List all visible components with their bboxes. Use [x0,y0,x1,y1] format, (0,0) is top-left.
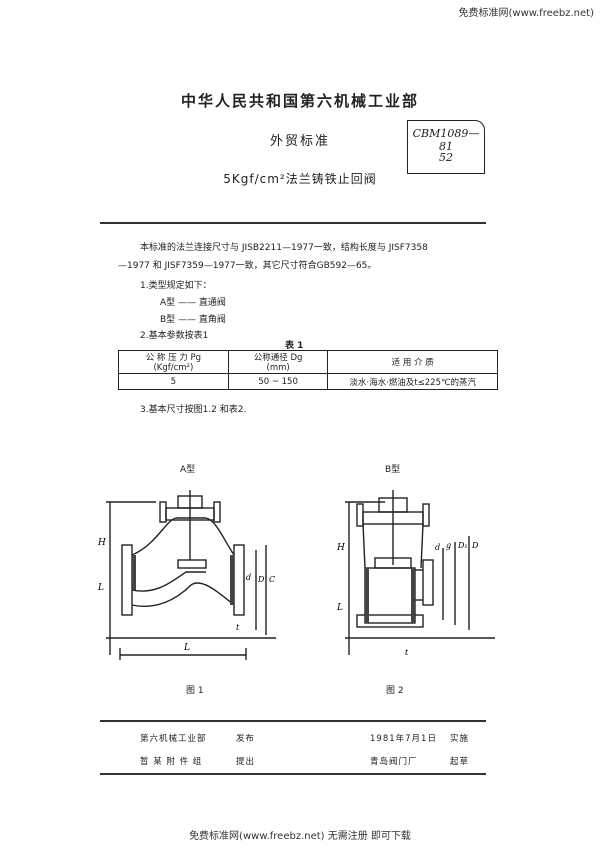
footer-divider-top [100,720,486,722]
para1-line1: 本标准的法兰连接尺寸与 JISB2211—1977一致，结构长度与 JISF73… [140,243,428,253]
dim-D-2: D [471,541,479,550]
item3: 3.基本尺寸按图1.2 和表2. [140,405,247,415]
table-title: 表 1 [285,341,304,351]
fig2-caption: 图 2 [386,686,404,696]
table-header-row: 公 称 压 力 Pg (Kgf/cm²) 公称通径 Dg (mm) 适 用 介 … [118,350,498,374]
dim-H: H [97,538,106,548]
footer-issue-label: 发布 [236,734,256,744]
dim-L-2: L [336,603,343,613]
header-divider [100,222,486,224]
para1-line2: —1977 和 JISF7359—1977一致，其它尺寸符合GB592—65。 [118,261,377,271]
dim-d-2: d [435,543,440,552]
watermark-top: 免费标准网(www.freebz.net) [458,8,594,19]
ministry-name: 中华人民共和国第六机械工业部 [180,92,419,110]
dim-t-2: t [405,648,409,657]
item1b: B型 —— 直角阀 [160,315,226,325]
dim-t: t [236,623,240,632]
dim-D: D [257,575,265,584]
watermark-bottom: 免费标准网(www.freebz.net) 无需注册 即可下载 [189,831,411,842]
standard-code-box: CBM1089—81 52 [407,120,485,174]
header-pressure: 公 称 压 力 Pg [145,353,202,363]
item1a: A型 —— 直通阀 [160,298,226,308]
table-cell: 5 [118,373,229,390]
footer-propose-label: 提出 [236,757,256,767]
table-header-cell: 适 用 介 质 [327,350,498,374]
parameter-table: 公 称 压 力 Pg (Kgf/cm²) 公称通径 Dg (mm) 适 用 介 … [118,350,498,390]
table-cell: 50 ~ 150 [227,373,329,390]
footer-proposer: 暂 某 附 件 组 [140,757,203,767]
header-medium: 适 用 介 质 [391,358,434,368]
header-bore: 公称通径 Dg [253,353,303,363]
standard-type: 外贸标准 [269,134,330,149]
fig-a-label: A型 [180,465,196,475]
footer-divider-bottom [100,773,486,775]
figure-2-drawing: H L d g D₁ D t [336,490,495,657]
footer-draft-label: 起草 [450,757,470,767]
item2: 2.基本参数按表1 [140,331,209,341]
document-title: 5Kgf/cm²法兰铸铁止回阀 [223,172,377,186]
dim-H-2: H [336,543,345,553]
item1: 1.类型规定如下： [140,281,212,291]
header-pressure-unit: (Kgf/cm²) [153,363,194,373]
dim-L: L [183,643,190,653]
footer-implement-label: 实施 [450,734,470,744]
footer-date: 1981年7月1日 [370,734,437,744]
fig-b-label: B型 [385,465,401,475]
dim-g-2: g [446,541,451,550]
table-cell: 淡水·海水·燃油及t≤225℃的蒸汽 [327,373,498,390]
dim-L-left: L [97,583,104,593]
footer-issuer: 第六机械工业部 [140,734,207,744]
header-bore-unit: (mm) [266,363,290,373]
standard-code: CBM1089—81 [412,127,480,153]
table-header-cell: 公称通径 Dg (mm) [227,350,329,374]
dim-D1-2: D₁ [457,541,468,550]
figure-1-drawing: H L L d D C t [97,490,276,660]
dim-C: C [269,575,275,584]
page-number: 52 [439,151,453,164]
footer-drafter: 青岛阀门厂 [370,757,418,767]
table-row: 5 50 ~ 150 淡水·海水·燃油及t≤225℃的蒸汽 [118,373,498,390]
fig1-caption: 图 1 [186,686,204,696]
table-header-cell: 公 称 压 力 Pg (Kgf/cm²) [118,350,229,374]
dim-d: d [246,573,251,582]
